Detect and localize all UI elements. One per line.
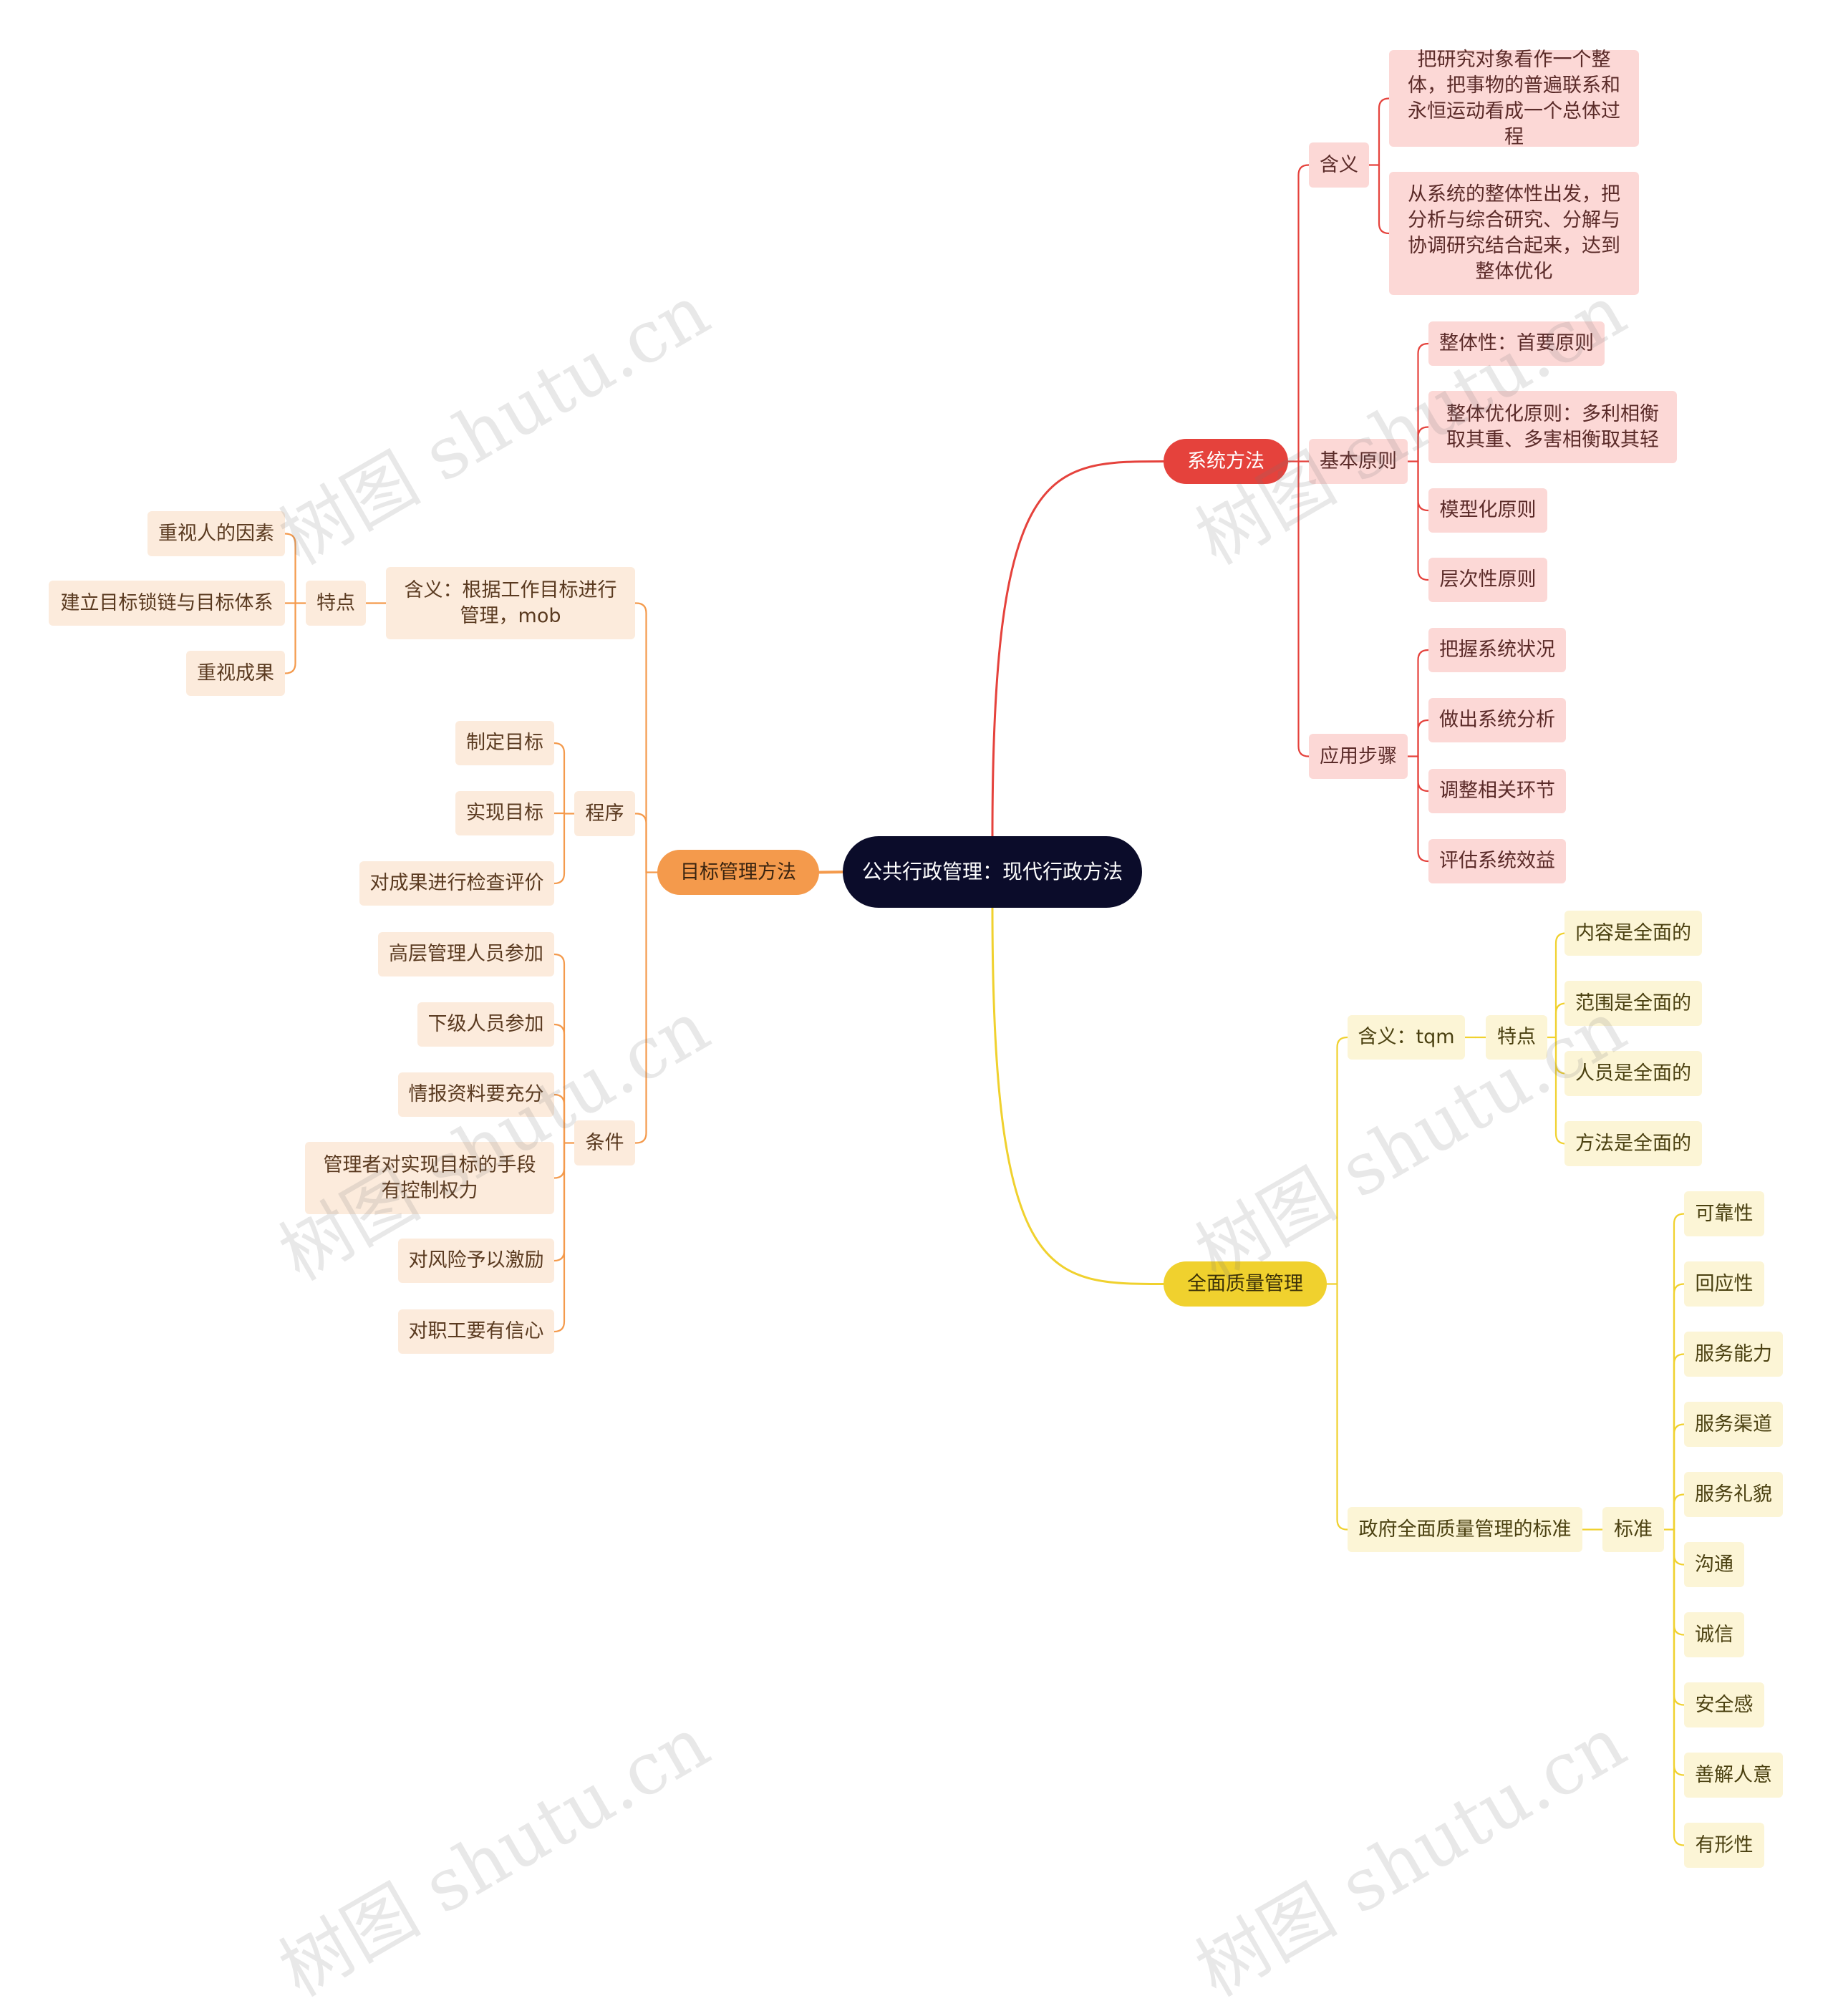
branch-tqm[interactable]: 全面质量管理 [1164,1261,1327,1307]
branch-system-method[interactable]: 系统方法 [1164,439,1288,484]
connector-line [553,742,566,815]
connector-line [553,1142,566,1262]
connector-line [1336,1283,1349,1531]
mbo-feature[interactable]: 特点 [306,581,366,626]
condition-item-1[interactable]: 高层管理人员参加 [378,932,554,976]
connector-line [553,1093,566,1144]
mbo-meaning[interactable]: 含义：根据工作目标进行管理，mob [386,567,635,639]
connector-line [1673,1528,1686,1776]
connector-line [553,813,566,885]
connector-line [1297,460,1310,757]
principle-item-4[interactable]: 层次性原则 [1428,558,1547,602]
principle-item-3[interactable]: 模型化原则 [1428,488,1547,533]
connector-line [1417,649,1430,757]
condition-item-6[interactable]: 对职工要有信心 [398,1309,554,1354]
step-item-1[interactable]: 把握系统状况 [1428,628,1566,672]
mbo-feature-item-2[interactable]: 建立目标锁链与目标体系 [49,581,285,626]
standard-item-7[interactable]: 诚信 [1684,1612,1744,1657]
connector-line [1673,1423,1686,1531]
connector-line [1417,755,1430,863]
tqm-feature-item-3[interactable]: 人员是全面的 [1564,1051,1702,1096]
connector-line [553,1023,566,1144]
connector-line [1378,97,1391,166]
connector-line [634,602,647,873]
connector-line [1417,342,1430,462]
branch-mbo[interactable]: 目标管理方法 [657,850,819,895]
standard-item-3[interactable]: 服务能力 [1684,1332,1783,1377]
tqm-feature-item-4[interactable]: 方法是全面的 [1564,1121,1702,1166]
system-steps[interactable]: 应用步骤 [1309,734,1408,779]
connector-line [1673,1528,1686,1566]
connector-line [1673,1283,1686,1531]
system-principles[interactable]: 基本原则 [1309,439,1408,484]
standard-item-9[interactable]: 善解人意 [1684,1753,1783,1798]
mbo-feature-item-1[interactable]: 重视人的因素 [147,511,285,556]
standard-item-1[interactable]: 可靠性 [1684,1191,1764,1236]
tqm-feature[interactable]: 特点 [1486,1015,1547,1060]
procedure-item-2[interactable]: 实现目标 [455,791,554,835]
principle-item-1[interactable]: 整体性：首要原则 [1428,321,1605,366]
standard-item-5[interactable]: 服务礼貌 [1684,1472,1783,1517]
connector-line [634,871,647,1144]
condition-item-3[interactable]: 情报资料要充分 [398,1072,554,1117]
connector-line [1673,1353,1686,1531]
system-meaning-item-2[interactable]: 从系统的整体性出发，把分析与综合研究、分解与协调研究结合起来，达到整体优化 [1389,172,1639,295]
mbo-feature-item-3[interactable]: 重视成果 [186,651,285,696]
standard-item-2[interactable]: 回应性 [1684,1261,1764,1307]
connector-line [553,953,566,1144]
procedure-item-1[interactable]: 制定目标 [455,721,554,765]
connector-line [1417,460,1430,581]
condition-item-2[interactable]: 下级人员参加 [417,1002,554,1047]
connector-line [1673,1528,1686,1846]
connector-line [1673,1493,1686,1531]
principle-item-2[interactable]: 整体优化原则：多利相衡取其重、多害相衡取其轻 [1428,391,1677,463]
system-meaning[interactable]: 含义 [1309,142,1369,188]
connector-line [1673,1528,1686,1636]
connector-line [1417,426,1430,462]
connector-line [553,1142,566,1179]
root-node[interactable]: 公共行政管理：现代行政方法 [843,836,1142,908]
step-item-4[interactable]: 评估系统效益 [1428,839,1566,883]
connector-line [1336,1036,1349,1285]
connector-line [1417,460,1430,512]
step-item-2[interactable]: 做出系统分析 [1428,698,1566,742]
condition-item-5[interactable]: 对风险予以激励 [398,1239,554,1283]
tqm-feature-item-1[interactable]: 内容是全面的 [1564,911,1702,956]
connector-line [1378,164,1391,235]
connector-line [818,871,844,874]
standard-item-8[interactable]: 安全感 [1684,1682,1764,1727]
connector-line [1297,164,1310,462]
procedure-item-3[interactable]: 对成果进行检查评价 [359,861,554,906]
tqm-standard-sub[interactable]: 标准 [1602,1507,1664,1552]
step-item-3[interactable]: 调整相关环节 [1428,769,1566,813]
tqm-meaning[interactable]: 含义：tqm [1348,1015,1465,1060]
tqm-standard[interactable]: 政府全面质量管理的标准 [1348,1507,1582,1552]
connector-line [1417,719,1430,757]
tqm-feature-item-2[interactable]: 范围是全面的 [1564,981,1702,1026]
connector-line [1417,755,1430,793]
standard-item-10[interactable]: 有形性 [1684,1823,1764,1868]
connector-lines [284,97,1686,1846]
connector-line [284,533,296,604]
system-meaning-item-1[interactable]: 把研究对象看作一个整体，把事物的普遍联系和永恒运动看成一个总体过程 [1389,49,1639,148]
connector-line [553,1142,566,1333]
standard-item-4[interactable]: 服务渠道 [1684,1402,1783,1447]
connector-line [1673,1528,1686,1706]
connector-line [634,813,647,873]
standard-item-6[interactable]: 沟通 [1684,1542,1744,1587]
condition-item-4[interactable]: 管理者对实现目标的手段有控制权力 [305,1142,554,1214]
connector-line [991,460,1165,838]
mbo-conditions[interactable]: 条件 [574,1120,635,1166]
connector-line [1673,1213,1686,1531]
connector-line [284,602,296,674]
connector-line [991,906,1165,1285]
mbo-procedure[interactable]: 程序 [574,791,635,836]
